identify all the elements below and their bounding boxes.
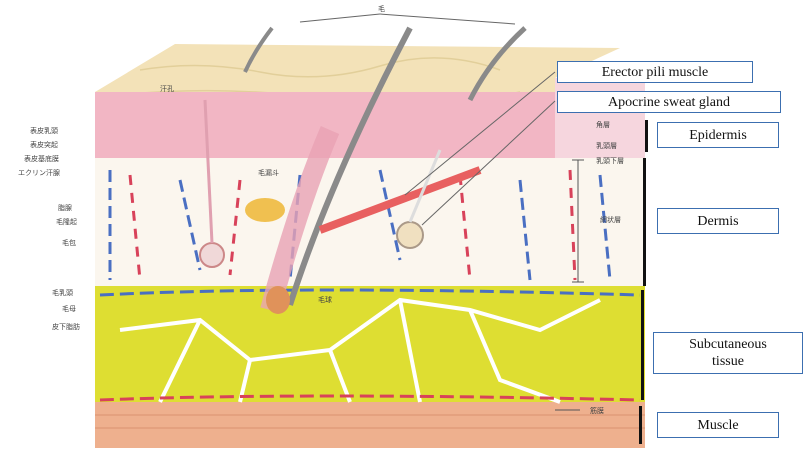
- sebaceous-gland: [245, 198, 285, 222]
- eccrine-gland: [200, 243, 224, 267]
- jp-subcutaneous-fat: 皮下脂肪: [52, 322, 80, 332]
- label-erector-pili-muscle: Erector pili muscle: [557, 61, 753, 83]
- label-subcutaneous-tissue: Subcutaneous tissue: [653, 332, 803, 374]
- jp-fascia: 筋膜: [590, 406, 604, 416]
- jp-epidermal-ridge: 表皮突起: [30, 140, 58, 150]
- jp-hair-follicle: 毛包: [62, 238, 76, 248]
- jp-hair-funnel: 毛漏斗: [258, 168, 279, 178]
- label-muscle: Muscle: [657, 412, 779, 438]
- jp-hair-matrix: 毛母: [62, 304, 76, 314]
- jp-hair: 毛: [378, 4, 385, 14]
- jp-epidermal-basement: 表皮基底膜: [24, 154, 59, 164]
- fat-layer: [95, 286, 645, 402]
- jp-hair-bulb: 毛球: [318, 295, 332, 305]
- jp-stratum-corneum: 角層: [596, 120, 610, 130]
- label-dermis: Dermis: [657, 208, 779, 234]
- muscle-layer: [95, 402, 645, 448]
- jp-eccrine-gland: エクリン汗腺: [18, 168, 60, 178]
- label-epidermis: Epidermis: [657, 122, 779, 148]
- jp-subpapillary-layer: 乳頭下層: [596, 156, 624, 166]
- jp-hair-erector: 毛隆起: [56, 217, 77, 227]
- muscle-bar: [639, 406, 642, 444]
- dermis-bar: [643, 158, 646, 286]
- jp-sweat-pore: 汗孔: [160, 84, 174, 94]
- jp-epidermal-papilla: 表皮乳頭: [30, 126, 58, 136]
- jp-reticular-layer: 網状層: [600, 215, 621, 225]
- hair-bulb: [266, 286, 290, 314]
- label-apocrine-sweat-gland: Apocrine sweat gland: [557, 91, 781, 113]
- jp-dermal-papilla: 毛乳頭: [52, 288, 73, 298]
- subcutaneous-bar: [641, 290, 644, 400]
- apocrine-gland: [397, 222, 423, 248]
- jp-papillary-layer: 乳頭層: [596, 141, 617, 151]
- jp-sebaceous-gland: 脂腺: [58, 203, 72, 213]
- epidermis-bar: [645, 120, 648, 152]
- dermis-layer: [95, 158, 645, 286]
